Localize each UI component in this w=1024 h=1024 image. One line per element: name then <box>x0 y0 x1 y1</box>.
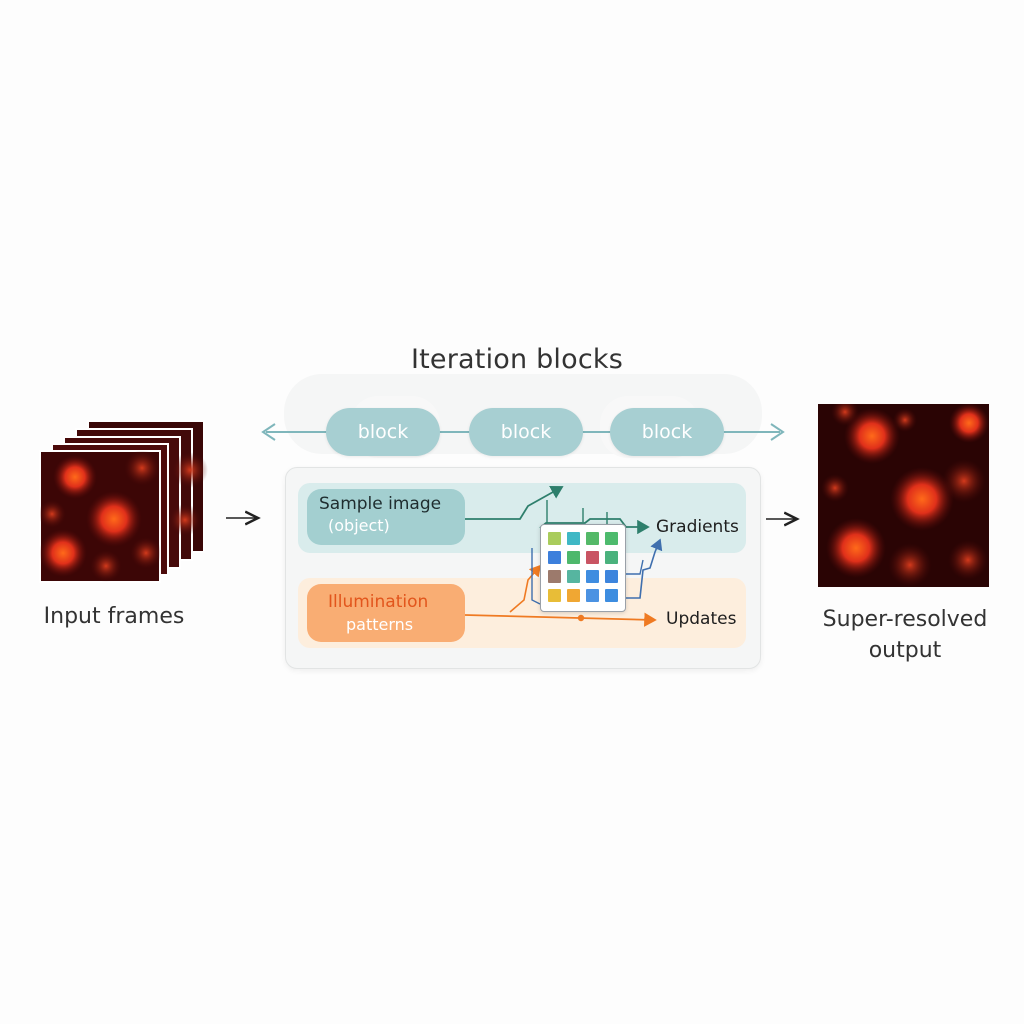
matrix-cell <box>548 570 561 583</box>
iteration-block-2: block <box>469 408 583 456</box>
updates-label: Updates <box>666 609 737 629</box>
matrix-grid-icon <box>540 524 626 612</box>
sample-object-label: (object) <box>328 516 390 535</box>
matrix-cell <box>548 532 561 545</box>
input-frames-label: Input frames <box>43 604 185 629</box>
patterns-label: patterns <box>346 615 414 634</box>
illumination-update-arrow <box>464 612 657 627</box>
iteration-block-3: block <box>610 408 724 456</box>
illumination-patterns-node <box>307 584 465 642</box>
iteration-block-1: block <box>326 408 440 456</box>
output-label-line1: Super-resolved <box>822 607 988 632</box>
matrix-cell <box>567 551 580 564</box>
matrix-cell <box>586 570 599 583</box>
matrix-cell <box>548 551 561 564</box>
matrix-cell <box>586 551 599 564</box>
matrix-cell <box>605 532 618 545</box>
matrix-cell <box>605 570 618 583</box>
sample-image-node <box>307 489 465 545</box>
matrix-cell <box>567 570 580 583</box>
sample-gradient-arrow <box>465 485 564 520</box>
matrix-cell <box>605 551 618 564</box>
gradients-label: Gradients <box>656 517 739 537</box>
output-label-line2: output <box>868 638 942 663</box>
matrix-cell <box>548 589 561 602</box>
matrix-cell <box>586 532 599 545</box>
output-label: Super-resolved output <box>790 604 1020 666</box>
diagram-title: Iteration blocks <box>410 344 623 375</box>
illumination-label: Illumination <box>328 592 429 612</box>
matrix-cell <box>567 589 580 602</box>
sample-image-label: Sample image <box>319 494 442 514</box>
matrix-cell <box>605 589 618 602</box>
matrix-cell <box>586 589 599 602</box>
matrix-cell <box>567 532 580 545</box>
